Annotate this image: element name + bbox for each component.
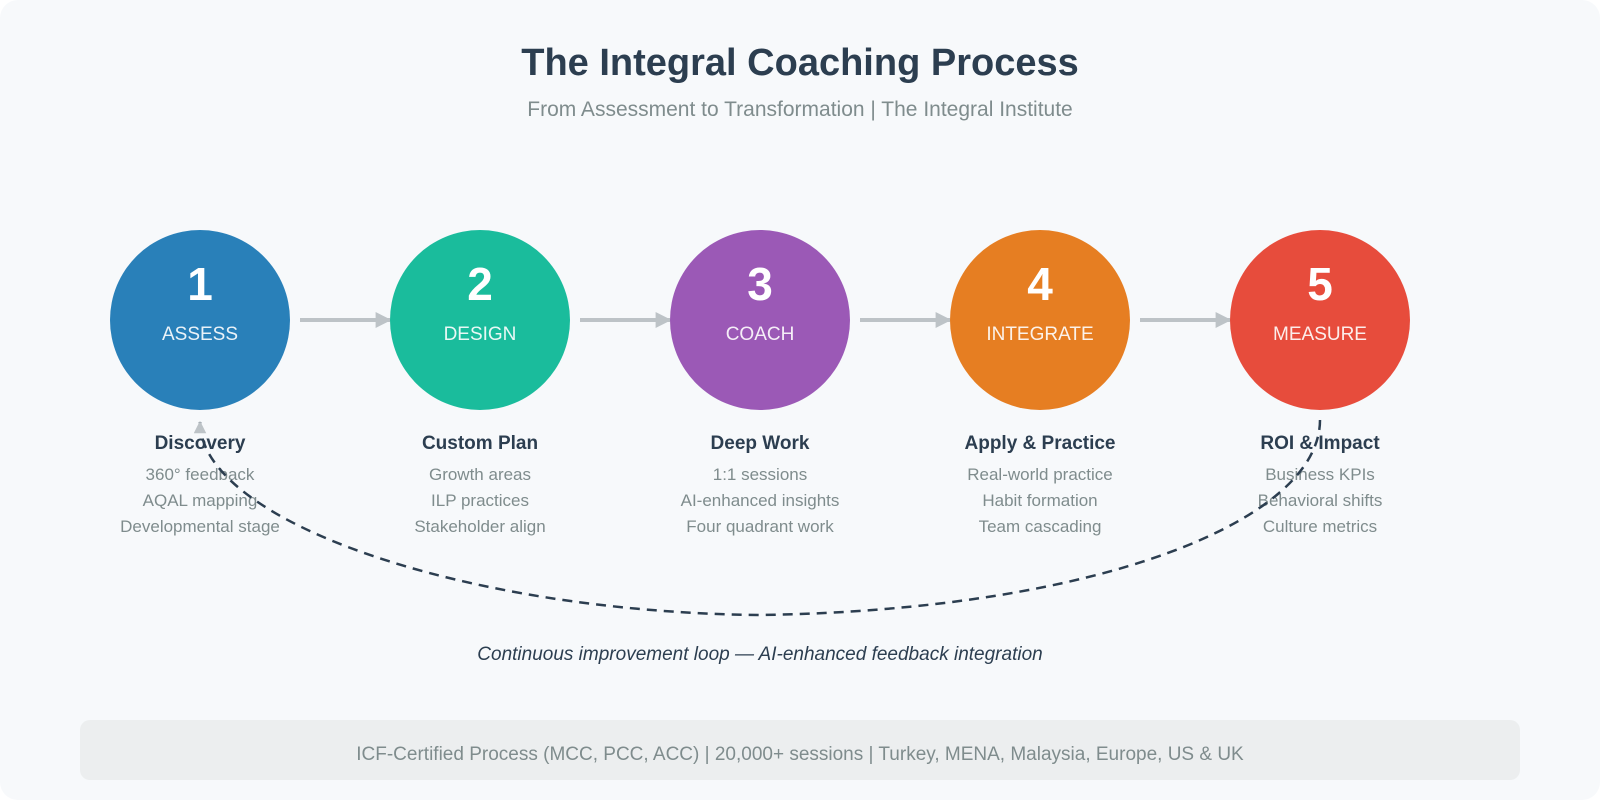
- step-heading: Custom Plan: [422, 433, 538, 454]
- step-label: MEASURE: [1273, 324, 1367, 345]
- footer-banner: [80, 720, 1520, 780]
- step-label: COACH: [726, 324, 795, 345]
- step-label: INTEGRATE: [986, 324, 1093, 345]
- step-detail-item: Stakeholder align: [414, 517, 545, 536]
- step-heading: ROI & Impact: [1260, 433, 1380, 454]
- step-circle: [950, 230, 1130, 410]
- page-title: The Integral Coaching Process: [521, 42, 1078, 84]
- step-circle: [670, 230, 850, 410]
- footer-text: ICF-Certified Process (MCC, PCC, ACC) | …: [356, 744, 1244, 765]
- step-detail-item: Four quadrant work: [686, 517, 834, 536]
- step-number: 1: [187, 258, 213, 310]
- step-detail-item: AI-enhanced insights: [681, 491, 840, 510]
- step-heading: Discovery: [155, 433, 246, 454]
- step-detail-item: Growth areas: [429, 465, 531, 484]
- page-subtitle: From Assessment to Transformation | The …: [527, 98, 1072, 121]
- step-number: 5: [1307, 258, 1333, 310]
- step-detail-item: Business KPIs: [1265, 465, 1375, 484]
- step-detail-item: Behavioral shifts: [1258, 491, 1383, 510]
- step-label: ASSESS: [162, 324, 238, 345]
- step-detail-item: 1:1 sessions: [713, 465, 808, 484]
- step-circle: [110, 230, 290, 410]
- step-detail-item: Developmental stage: [120, 517, 280, 536]
- step-number: 4: [1027, 258, 1053, 310]
- step-heading: Apply & Practice: [965, 433, 1116, 454]
- step-detail-item: Culture metrics: [1263, 517, 1377, 536]
- step-circle: [390, 230, 570, 410]
- step-label: DESIGN: [444, 324, 517, 345]
- step-number: 2: [467, 258, 493, 310]
- step-detail-item: AQAL mapping: [143, 491, 258, 510]
- step-detail-item: 360° feedback: [146, 465, 255, 484]
- feedback-loop-arrow: [193, 419, 1322, 617]
- step-detail-item: ILP practices: [431, 491, 529, 510]
- loop-caption: Continuous improvement loop — AI-enhance…: [477, 644, 1042, 665]
- step-circle: [1230, 230, 1410, 410]
- step-detail-item: Real-world practice: [967, 465, 1113, 484]
- step-detail-item: Habit formation: [982, 491, 1097, 510]
- step-heading: Deep Work: [711, 433, 810, 454]
- step-number: 3: [747, 258, 773, 310]
- step-detail-item: Team cascading: [979, 517, 1102, 536]
